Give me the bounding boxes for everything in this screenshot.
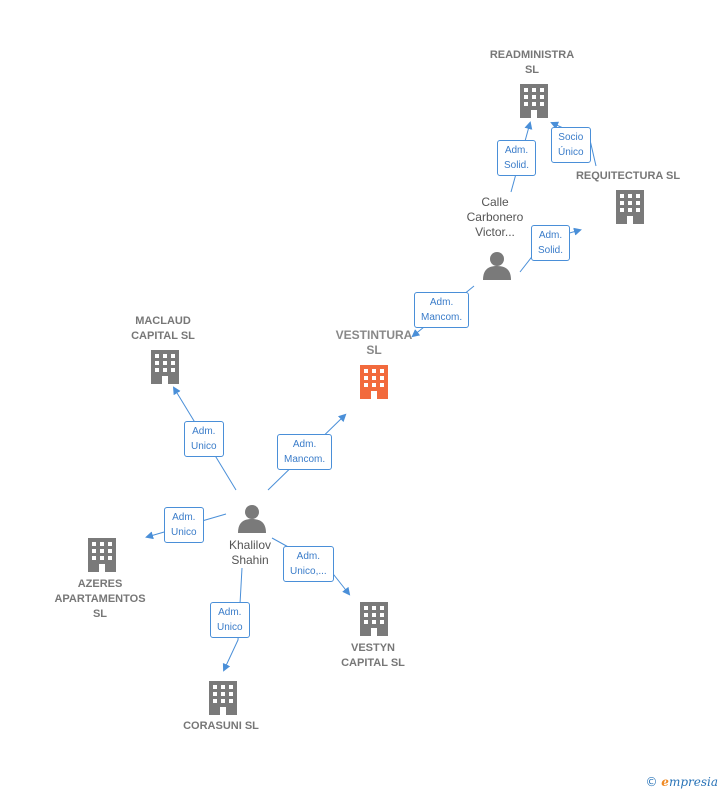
building-icon [151,350,179,384]
copyright-icon: © [645,775,658,789]
edge-label-khalilov-maclaud: Adm. Unico [184,421,224,457]
node-label-khalilov[interactable]: Khalilov Shahin [228,538,272,567]
edge-label-khalilov-vestintura: Adm. Mancom. [277,434,333,470]
node-label-azeres[interactable]: AZERES APARTAMENTOS SL [54,578,146,620]
person-icon [483,252,511,280]
building-icon [209,681,237,715]
node-label-calle[interactable]: Calle Carbonero Victor... [466,195,524,239]
edge-label-requitectura-readministra: Socio Único [551,127,591,163]
edge-label-calle-readministra: Adm. Solid. [497,140,537,176]
brand-logo: © empresia [645,775,718,789]
node-label-requitectura[interactable]: REQUITECTURA SL [575,170,681,182]
node-label-maclaud[interactable]: MACLAUD CAPITAL SL [131,315,195,342]
edge-khalilov-corasuni [222,567,243,672]
edge-label-khalilov-azeres: Adm. Unico [164,507,204,543]
node-label-vestintura[interactable]: VESTINTURA SL [335,328,413,357]
building-icon [520,84,548,118]
person-icon [238,505,266,533]
node-label-vestyn[interactable]: VESTYN CAPITAL SL [341,642,405,669]
brand-name: mpresia [668,775,718,789]
building-icon [88,538,116,572]
building-icon [360,602,388,636]
edge-label-calle-requitectura: Adm. Solid. [531,225,571,261]
node-label-readministra[interactable]: READMINISTRA SL [489,49,575,76]
brand-e: e [661,775,669,789]
building-icon [616,190,644,224]
edge-label-calle-vestintura: Adm. Mancom. [414,292,470,328]
building-icon-focus [360,365,388,399]
edge-label-khalilov-vestyn: Adm. Unico,... [283,546,334,582]
node-label-corasuni[interactable]: CORASUNI SL [183,720,259,732]
edge-label-khalilov-corasuni: Adm. Unico [210,602,250,638]
